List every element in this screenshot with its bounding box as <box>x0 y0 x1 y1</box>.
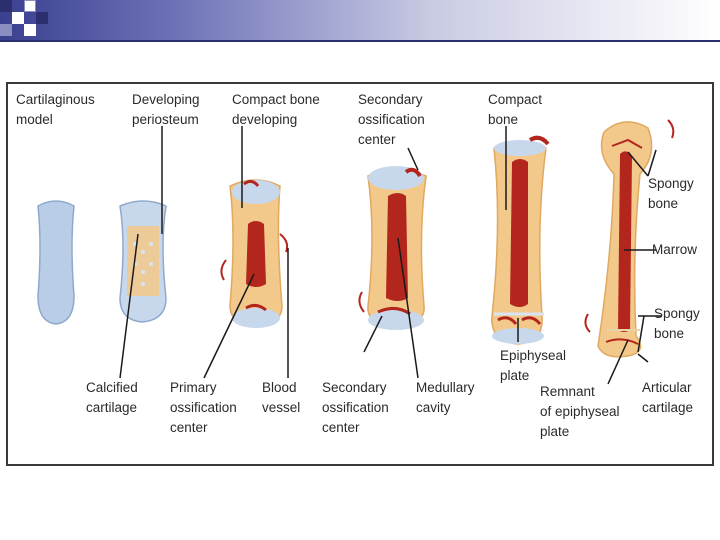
stage-epiphyseal-plate <box>491 135 550 345</box>
label-secondary-ossification-center-bottom: Secondary ossification center <box>322 380 389 435</box>
header-bar <box>0 0 720 40</box>
stage-cartilaginous-model <box>37 200 75 325</box>
label-calcified-cartilage: Calcified cartilage <box>86 380 138 415</box>
bone-development-figure: Cartilaginous model Developing periosteu… <box>6 82 714 466</box>
label-spongy-bone-bottom: Spongy bone <box>654 306 700 341</box>
label-primary-ossification-center: Primary ossification center <box>170 380 237 435</box>
label-cartilaginous-model: Cartilaginous model <box>16 92 95 127</box>
bone-diagram <box>37 119 675 385</box>
stage-secondary-ossification <box>358 166 427 330</box>
stage-primary-ossification <box>220 179 289 328</box>
label-medullary-cavity: Medullary cavity <box>416 380 475 415</box>
header-rule <box>0 40 720 42</box>
label-articular-cartilage: Articular cartilage <box>642 380 694 415</box>
label-compact-bone: Compact bone <box>488 92 543 127</box>
label-epiphyseal-plate: Epiphyseal plate <box>500 348 567 383</box>
label-spongy-bone-top: Spongy bone <box>648 176 694 211</box>
label-remnant-epiphyseal-plate: Remnant of epiphyseal plate <box>540 384 620 439</box>
leader-lines <box>119 126 662 385</box>
label-marrow: Marrow <box>652 242 698 257</box>
decorative-squares <box>0 0 72 50</box>
label-developing-periosteum: Developing periosteum <box>132 92 200 127</box>
label-secondary-ossification-center-top: Secondary ossification center <box>358 92 425 147</box>
label-compact-bone-developing: Compact bone developing <box>232 92 320 127</box>
stage-developing-periosteum <box>119 200 167 323</box>
stage-adult-bone <box>584 119 675 358</box>
label-blood-vessel: Blood vessel <box>262 380 301 415</box>
